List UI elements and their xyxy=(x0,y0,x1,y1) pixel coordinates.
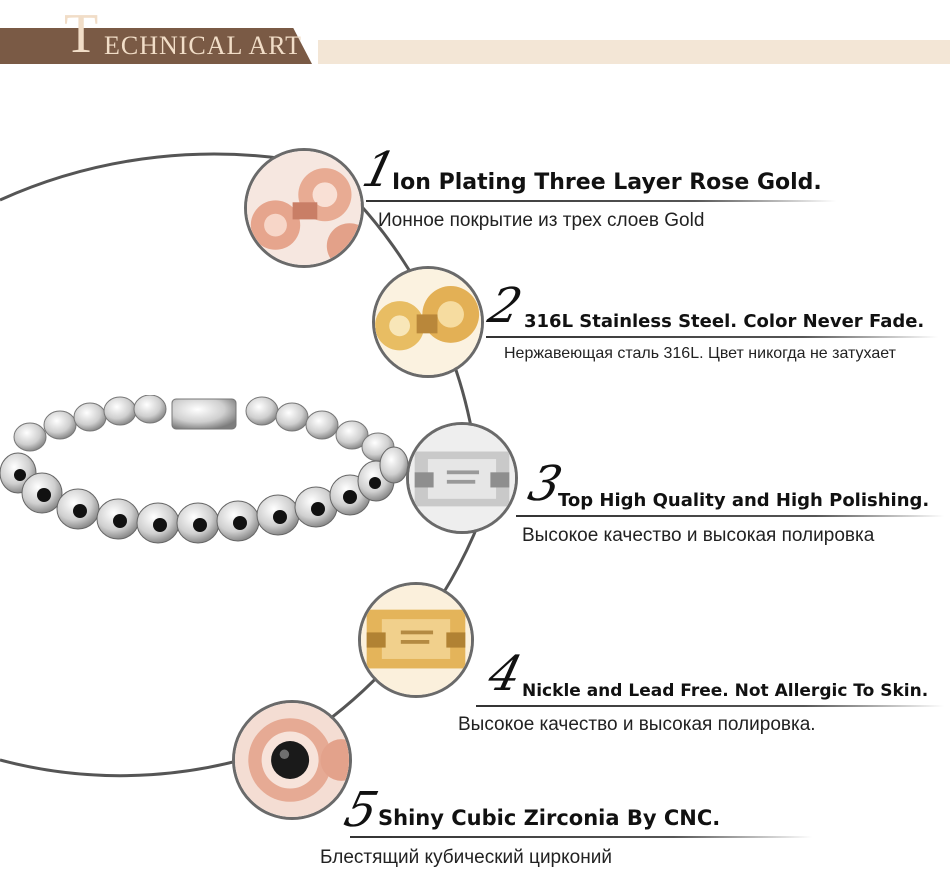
detail-image-steel-clasp xyxy=(406,422,518,534)
detail-image-gold xyxy=(372,266,484,378)
feature-title-3: Top High Quality and High Polishing. xyxy=(558,490,930,511)
detail-image-rose-gold xyxy=(244,148,364,268)
feature-number-4: 4 xyxy=(483,646,528,702)
feature-title-2: 316L Stainless Steel. Color Never Fade. xyxy=(524,311,925,332)
detail-image-gold-clasp xyxy=(358,582,474,698)
feature-divider-3 xyxy=(516,515,944,517)
feature-subtitle-5: Блестящий кубический цирконий xyxy=(320,847,612,868)
feature-title-5: Shiny Cubic Zirconia By CNC. xyxy=(378,806,721,830)
feature-title-4: Nickle and Lead Free. Not Allergic To Sk… xyxy=(522,681,929,701)
feature-divider-5 xyxy=(350,836,812,838)
feature-number-2: 2 xyxy=(483,278,528,334)
header-banner-strip xyxy=(318,40,950,64)
header-title-initial: T xyxy=(64,3,99,65)
feature-subtitle-3: Высокое качество и высокая полировка xyxy=(522,525,875,546)
header-title: ECHNICAL ART xyxy=(104,31,302,60)
feature-subtitle-4: Высокое качество и высокая полировка. xyxy=(458,714,816,735)
bracelet-image xyxy=(0,395,409,544)
feature-subtitle-2: Нержавеющая сталь 316L. Цвет никогда не … xyxy=(504,345,896,362)
header-banner xyxy=(0,28,312,64)
feature-divider-2 xyxy=(486,336,938,338)
detail-image-zirconia xyxy=(232,700,352,820)
feature-divider-4 xyxy=(476,705,944,707)
feature-subtitle-1: Ионное покрытие из трех слоев Gold xyxy=(378,210,705,231)
feature-divider-1 xyxy=(366,200,836,202)
feature-number-5: 5 xyxy=(339,782,384,838)
feature-title-1: Ion Plating Three Layer Rose Gold. xyxy=(392,170,822,195)
